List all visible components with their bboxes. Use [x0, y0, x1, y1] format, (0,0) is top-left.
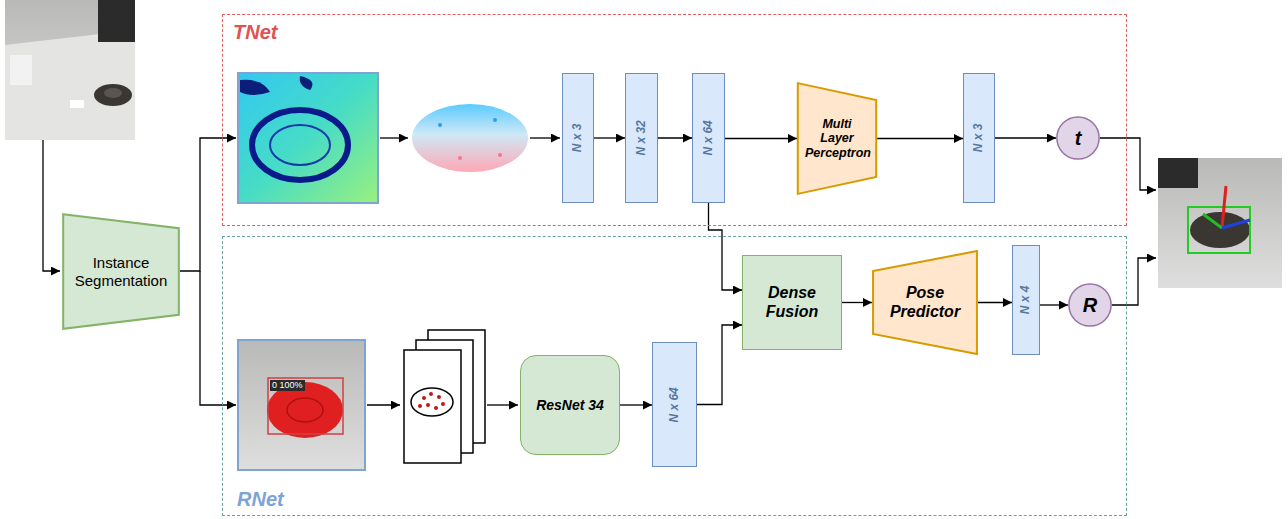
sampled-points-sheets-part [441, 402, 445, 406]
input-photo-part [104, 88, 122, 98]
flow-arrows-part [487, 404, 518, 405]
sampled-points-sheets-part [422, 396, 426, 400]
input-photo-part [98, 0, 135, 42]
module-trapezoid: Multi Layer Perceptron [797, 82, 877, 195]
point-cloud-part [498, 153, 502, 157]
connector-arrow [658, 137, 692, 138]
segmentation-image-part [268, 378, 343, 434]
depth-image-part [270, 125, 330, 165]
flow-arrows-part [1100, 138, 1156, 190]
input-photo-part [94, 84, 132, 106]
feature-tensor: N x 64 [652, 342, 697, 467]
segmentation-image [238, 340, 365, 470]
flow-arrows-part [367, 404, 400, 405]
output-image [1158, 158, 1282, 288]
region-title: TNet [233, 21, 277, 44]
connector-arrow [1040, 304, 1068, 305]
output-image-part [1190, 212, 1250, 248]
module-trapezoid: Pose Predictor [872, 250, 978, 355]
point-cloud-part [438, 123, 442, 127]
flow-arrows-part [380, 137, 408, 138]
input-photo [5, 0, 135, 140]
flow-arrows-part [530, 137, 560, 138]
sampled-points-sheets-part [434, 406, 438, 410]
node-label: N x 4 [1019, 286, 1033, 315]
output-image-part [1222, 220, 1250, 228]
input-photo-part [5, 0, 135, 140]
sampled-points-sheets-part [404, 350, 461, 463]
connector-arrow [697, 325, 742, 405]
shape-outline [63, 214, 179, 329]
flow-arrows-part [200, 271, 236, 405]
sampled-points-sheets-part [411, 388, 453, 416]
feature-tensor: N x 3 [963, 73, 995, 203]
module-trapezoid: Instance Segmentation [62, 213, 180, 330]
depth-image-part [238, 73, 378, 203]
network-region: TNet N x 3 N x 32 N x 64 Multi Layer Percept… [222, 14, 1127, 226]
connector-arrow [995, 137, 1056, 138]
sampled-points-sheets-part [437, 395, 441, 399]
flow-arrows-part [180, 138, 236, 271]
node-label: N x 3 [972, 124, 986, 153]
connector-arrow [594, 137, 625, 138]
node-label: Instance Segmentation [71, 254, 171, 289]
connector-arrow [978, 302, 1012, 303]
connector-arrow [877, 138, 963, 139]
connector-arrow [725, 138, 797, 139]
node-label: N x 3 [571, 124, 585, 153]
region-title: RNet [237, 488, 284, 511]
depth-image-part [252, 110, 348, 180]
flow-arrows-part [43, 140, 60, 271]
depth-image [238, 73, 378, 203]
depth-image-part [300, 76, 313, 90]
fusion-box: Dense Fusion [742, 255, 842, 350]
sampled-points-sheets-part [426, 403, 430, 407]
shape-outline [1069, 284, 1111, 326]
sampled-points-sheets-part [429, 392, 433, 396]
output-circle: R [1068, 283, 1112, 327]
shape-outline [1057, 117, 1099, 159]
feature-tensor: N x 32 [625, 73, 658, 203]
input-photo-part [10, 55, 32, 85]
output-image-part [1188, 207, 1250, 253]
node-label: t [1075, 127, 1082, 150]
node-label: Dense Fusion [756, 284, 828, 321]
shape-outline [798, 83, 876, 194]
point-cloud [412, 104, 528, 172]
point-cloud-part [412, 104, 528, 172]
input-photo-part [70, 100, 84, 108]
sampled-points-sheets [404, 330, 485, 463]
feature-tensor: N x 64 [692, 73, 725, 203]
feature-tensor: N x 4 [1012, 245, 1040, 355]
node-label: Multi Layer Perceptron [805, 117, 869, 160]
node-label: N x 32 [635, 120, 649, 155]
feature-tensor: N x 3 [562, 73, 594, 203]
shape-outline [873, 251, 977, 354]
point-cloud-part [458, 156, 462, 160]
output-image-part [1222, 186, 1226, 228]
sampled-points-sheets-part [418, 404, 422, 408]
connector-arrow [620, 404, 652, 405]
segmentation-image-part [238, 340, 365, 470]
node-label: R [1083, 294, 1097, 317]
depth-image-part [240, 80, 270, 95]
node-label: N x 64 [668, 387, 682, 422]
connector-arrow [842, 302, 872, 303]
input-photo-part [5, 30, 135, 140]
output-image-part [1203, 214, 1222, 228]
node-label: N x 64 [702, 120, 716, 155]
segmentation-image-part [287, 398, 323, 422]
output-circle: t [1056, 116, 1100, 160]
network-region: RNet ResNet 34 N x 64 Dense Fusion Pose Pred… [222, 236, 1127, 516]
node-label: ResNet 34 [536, 397, 604, 413]
backbone-box: ResNet 34 [520, 355, 620, 455]
node-label: Pose Predictor [887, 284, 963, 321]
flow-arrows-part [1112, 258, 1156, 305]
point-cloud-part [493, 118, 497, 122]
detection-score: 0 100% [270, 380, 305, 391]
output-image-part [1158, 158, 1198, 188]
output-image-part [1158, 158, 1282, 288]
connector-arrow [709, 203, 743, 290]
